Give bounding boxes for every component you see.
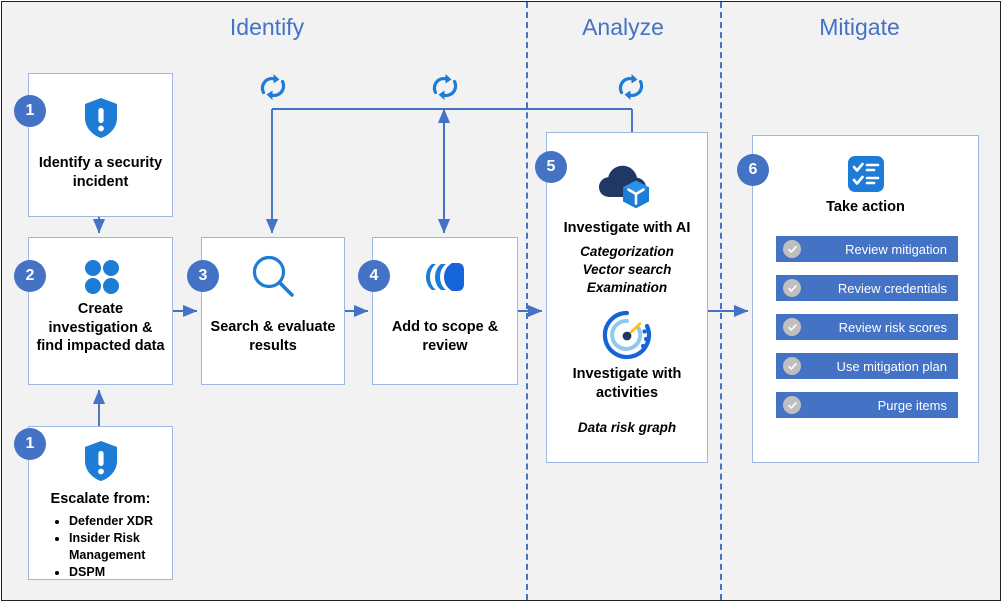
action-button-review-credentials[interactable]: Review credentials bbox=[776, 275, 958, 301]
magnifier-icon bbox=[202, 252, 344, 300]
cloud-cube-icon bbox=[547, 161, 707, 213]
action-button-use-mitigation-plan[interactable]: Use mitigation plan bbox=[776, 353, 958, 379]
card-identify-incident[interactable]: Identify a security incident bbox=[28, 73, 173, 217]
card-add-to-scope-label: Add to scope & review bbox=[391, 319, 499, 354]
card-analyze[interactable]: Investigate with AI Categorization Vecto… bbox=[546, 132, 708, 463]
card-escalate-from[interactable]: Escalate from: Defender XDR Insider Risk… bbox=[28, 426, 173, 580]
step-badge-6: 6 bbox=[737, 154, 769, 186]
card-escalate-from-label: Escalate from: bbox=[50, 491, 151, 507]
step-badge-escalate-1: 1 bbox=[14, 428, 46, 460]
card-analyze-activities-label: Investigate with activities bbox=[572, 366, 682, 401]
check-circle-icon bbox=[783, 279, 801, 297]
action-button-label: Use mitigation plan bbox=[836, 358, 947, 374]
gauge-icon bbox=[547, 309, 707, 361]
phase-title-analyze: Analyze bbox=[582, 14, 664, 40]
action-button-label: Review risk scores bbox=[838, 319, 947, 335]
card-identify-incident-label: Identify a security incident bbox=[38, 155, 163, 190]
card-analyze-ai-detail-2: Vector search bbox=[582, 262, 672, 277]
card-take-action-label: Take action bbox=[826, 199, 905, 215]
check-circle-icon bbox=[783, 396, 801, 414]
step-badge-1: 1 bbox=[14, 95, 46, 127]
step-badge-5: 5 bbox=[535, 151, 567, 183]
check-circle-icon bbox=[783, 240, 801, 258]
action-button-label: Purge items bbox=[877, 397, 947, 413]
action-button-review-mitigation[interactable]: Review mitigation bbox=[776, 236, 958, 262]
list-item: Insider Risk Management bbox=[69, 530, 164, 564]
action-button-review-risk-scores[interactable]: Review risk scores bbox=[776, 314, 958, 340]
checklist-icon bbox=[753, 154, 978, 194]
refresh-loop-icon-search bbox=[256, 68, 290, 111]
step-badge-3: 3 bbox=[187, 260, 219, 292]
card-analyze-ai-detail-1: Categorization bbox=[580, 244, 674, 259]
refresh-loop-icon-analyze bbox=[614, 68, 648, 111]
check-circle-icon bbox=[783, 318, 801, 336]
action-button-label: Review credentials bbox=[837, 280, 947, 296]
card-create-investigation-label: Create investigation & find impacted dat… bbox=[36, 301, 165, 355]
escalate-source-list: Defender XDR Insider Risk Management DSP… bbox=[55, 513, 164, 581]
list-item: DSPM bbox=[69, 564, 164, 581]
action-button-label: Review mitigation bbox=[845, 241, 947, 257]
card-analyze-ai-label: Investigate with AI bbox=[563, 220, 691, 236]
card-search-evaluate-label: Search & evaluate results bbox=[210, 319, 336, 354]
card-analyze-ai-detail-3: Examination bbox=[586, 280, 668, 295]
shield-alert-icon bbox=[29, 439, 172, 483]
card-analyze-activities-detail-1: Data risk graph bbox=[577, 420, 677, 435]
phase-title-identify: Identify bbox=[229, 14, 305, 40]
card-create-investigation[interactable]: Create investigation & find impacted dat… bbox=[28, 237, 173, 385]
step-badge-2: 2 bbox=[14, 260, 46, 292]
four-dots-icon bbox=[29, 256, 172, 296]
phase-title-mitigate: Mitigate bbox=[819, 14, 900, 40]
list-item: Defender XDR bbox=[69, 513, 164, 530]
card-take-action[interactable]: Take action Review mitigation Review cre… bbox=[752, 135, 979, 463]
card-search-evaluate[interactable]: Search & evaluate results bbox=[201, 237, 345, 385]
layers-icon bbox=[373, 254, 517, 300]
check-circle-icon bbox=[783, 357, 801, 375]
action-button-purge-items[interactable]: Purge items bbox=[776, 392, 958, 418]
refresh-loop-icon-scope bbox=[428, 68, 462, 111]
phase-divider-analyze-mitigate bbox=[720, 2, 722, 600]
shield-alert-icon bbox=[29, 96, 172, 140]
step-badge-4: 4 bbox=[358, 260, 390, 292]
card-add-to-scope[interactable]: Add to scope & review bbox=[372, 237, 518, 385]
phase-divider-identify-analyze bbox=[526, 2, 528, 600]
